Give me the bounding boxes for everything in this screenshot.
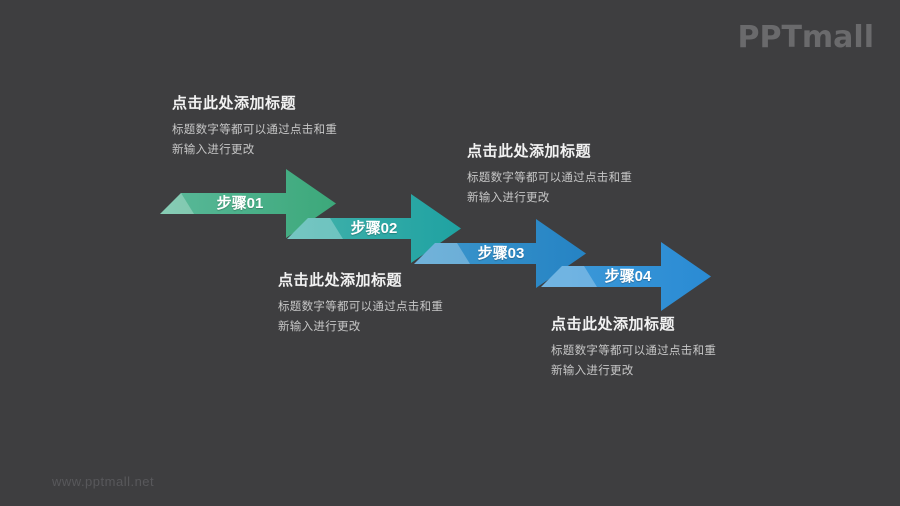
step-arrow-1-shape[interactable] [160, 169, 336, 238]
step-label-4[interactable]: 步骤04 [604, 268, 652, 285]
step-arrow-4-fold [541, 266, 597, 287]
text-block-3[interactable]: 点击此处添加标题 标题数字等都可以通过点击和重 新输入进行更改 [278, 272, 443, 337]
text-block-2[interactable]: 点击此处添加标题 标题数字等都可以通过点击和重 新输入进行更改 [467, 143, 632, 208]
step-arrow-4[interactable] [541, 242, 711, 311]
step-arrow-2-fold [287, 218, 343, 239]
text-block-2-title[interactable]: 点击此处添加标题 [467, 143, 592, 160]
step-arrow-2[interactable] [287, 194, 461, 263]
text-block-2-line1[interactable]: 标题数字等都可以通过点击和重 [467, 172, 633, 184]
text-block-3-line1[interactable]: 标题数字等都可以通过点击和重 [278, 301, 444, 313]
step-arrow-3-shape[interactable] [414, 219, 586, 288]
text-block-1[interactable]: 点击此处添加标题 标题数字等都可以通过点击和重 新输入进行更改 [172, 95, 337, 160]
text-block-4-line1[interactable]: 标题数字等都可以通过点击和重 [551, 345, 717, 357]
text-block-1-title[interactable]: 点击此处添加标题 [172, 95, 297, 112]
step-label-2[interactable]: 步骤02 [350, 220, 398, 237]
text-block-4[interactable]: 点击此处添加标题 标题数字等都可以通过点击和重 新输入进行更改 [551, 316, 716, 381]
text-block-1-line1[interactable]: 标题数字等都可以通过点击和重 [172, 124, 338, 136]
step-arrow-3-fold [414, 243, 470, 264]
step-arrow-1[interactable] [160, 169, 336, 238]
text-block-4-line2[interactable]: 新输入进行更改 [551, 365, 634, 377]
text-block-1-line2[interactable]: 新输入进行更改 [172, 144, 255, 156]
watermark-url: www.pptmall.net [52, 474, 155, 489]
step-arrow-2-shape[interactable] [287, 194, 461, 263]
step-arrow-3[interactable] [414, 219, 586, 288]
step-arrow-1-fold [160, 193, 194, 214]
text-block-3-line2[interactable]: 新输入进行更改 [278, 321, 361, 333]
step-arrow-4-shape[interactable] [541, 242, 711, 311]
step-label-1[interactable]: 步骤01 [216, 195, 264, 212]
text-block-2-line2[interactable]: 新输入进行更改 [467, 192, 550, 204]
pptmall-logo: PPTmall [737, 20, 874, 55]
text-block-3-title[interactable]: 点击此处添加标题 [278, 272, 403, 289]
step-label-3[interactable]: 步骤03 [477, 245, 525, 262]
text-block-4-title[interactable]: 点击此处添加标题 [551, 316, 676, 333]
